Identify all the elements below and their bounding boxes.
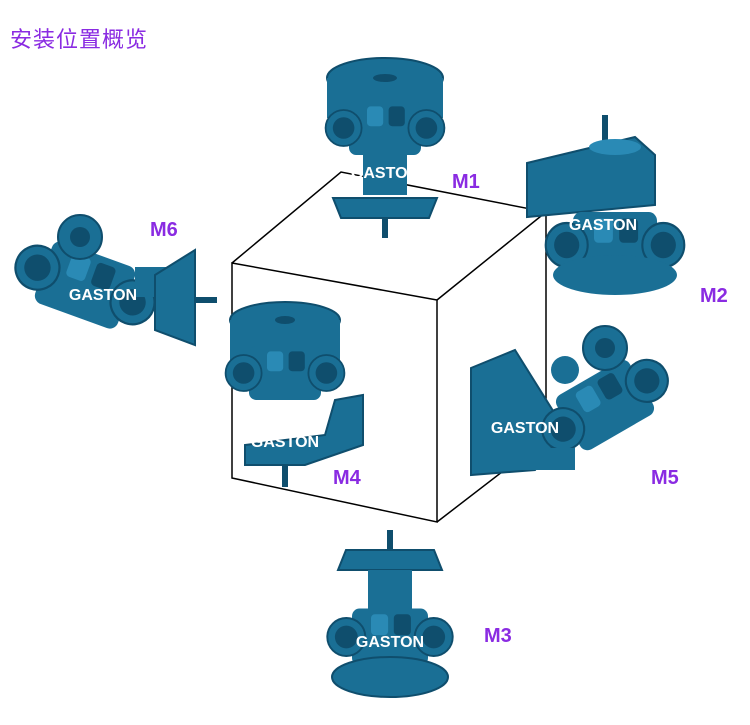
motor-m3[interactable]: GASTON bbox=[326, 530, 454, 698]
brand-m4: GASTON bbox=[251, 434, 319, 451]
label-m6: M6 bbox=[150, 219, 178, 241]
brand-m5: GASTON bbox=[491, 420, 559, 437]
horizontal-motor-shaft-up-icon bbox=[526, 115, 686, 295]
brand-m1: GASTON bbox=[351, 165, 419, 182]
vertical-motor-flange-up-icon bbox=[326, 530, 454, 698]
motor-m4[interactable]: GASTON bbox=[224, 301, 364, 487]
brand-m3: GASTON bbox=[356, 634, 424, 651]
motor-m2[interactable]: GASTON bbox=[526, 115, 686, 295]
foot-mounted-motor-icon bbox=[224, 301, 364, 487]
motor-m5[interactable]: GASTON bbox=[470, 325, 682, 477]
label-m2: M2 bbox=[700, 285, 728, 307]
brand-m6: GASTON bbox=[69, 287, 137, 304]
cube-top-face bbox=[231, 171, 548, 301]
brand-m2: GASTON bbox=[569, 217, 637, 234]
vertical-motor-flange-down-icon bbox=[324, 57, 446, 238]
side-flange-motor-icon bbox=[4, 214, 217, 347]
label-m1: M1 bbox=[452, 171, 480, 193]
label-m3: M3 bbox=[484, 625, 512, 647]
motor-m6[interactable]: GASTON bbox=[4, 214, 217, 347]
label-m4: M4 bbox=[333, 467, 362, 489]
motor-m1[interactable]: GASTON bbox=[324, 57, 446, 238]
page-title: 安装位置概览 bbox=[10, 28, 149, 53]
wall-mounted-motor-icon bbox=[470, 325, 682, 477]
label-m5: M5 bbox=[651, 467, 679, 489]
